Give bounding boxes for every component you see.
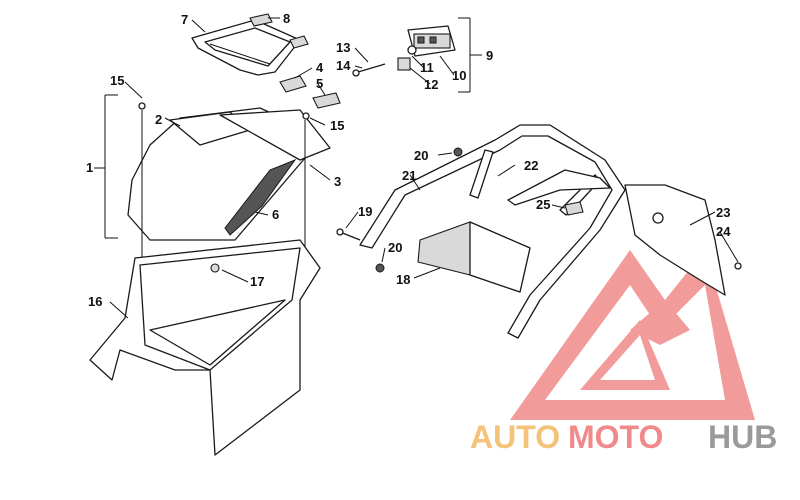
callout-4: 4 [316, 60, 324, 75]
callout-15-left: 15 [110, 73, 124, 88]
part-12-socket [397, 57, 411, 71]
part-19-bolt [336, 228, 361, 241]
callout-17: 17 [250, 274, 264, 289]
callout-13: 13 [336, 40, 350, 55]
callout-1: 1 [86, 160, 93, 175]
callout-6: 6 [272, 207, 279, 222]
part-24-screw [734, 262, 742, 270]
leader-lines [109, 17, 739, 319]
part-25-pad [564, 201, 584, 216]
watermark-hub: HUB [708, 419, 777, 455]
callout-9: 9 [486, 48, 493, 63]
callout-19: 19 [358, 204, 372, 219]
callout-labels: 1 2 3 4 5 6 7 8 9 10 11 12 13 14 15 15 1… [86, 11, 731, 309]
watermark-auto: AUTO [470, 419, 560, 455]
part-10-tail-light [407, 25, 456, 57]
callout-25: 25 [536, 197, 550, 212]
part-11-bulb [407, 45, 417, 55]
part-23-bumper [624, 184, 726, 296]
callout-7: 7 [181, 12, 188, 27]
callout-18: 18 [396, 272, 410, 287]
part-15-fasteners [138, 102, 310, 270]
part-7-cover-plate [191, 19, 301, 76]
part-4-5-pads [279, 75, 341, 109]
callout-11: 11 [420, 60, 434, 75]
callout-5: 5 [316, 76, 323, 91]
part-18-foam-block [417, 221, 531, 293]
part-16-storage-tub [89, 239, 321, 456]
group-bracket-1 [94, 94, 118, 239]
part-8-clips [249, 13, 309, 49]
callout-24: 24 [716, 224, 731, 239]
part-3-tail-cap [219, 109, 331, 161]
part-17-drain-plug [210, 263, 220, 273]
callout-10: 10 [452, 68, 466, 83]
callout-20-bottom: 20 [388, 240, 402, 255]
callout-15-right: 15 [330, 118, 344, 133]
callout-21: 21 [402, 168, 416, 183]
callout-16: 16 [88, 294, 102, 309]
watermark-text: AUTO MOTO HUB [470, 419, 777, 455]
callout-2: 2 [155, 112, 162, 127]
callout-3: 3 [334, 174, 341, 189]
watermark-moto: MOTO [568, 419, 663, 455]
part-13-14-screw [352, 63, 386, 77]
callout-8: 8 [283, 11, 290, 26]
group-bracket-9 [458, 17, 482, 93]
callout-14: 14 [336, 58, 351, 73]
watermark-logo [510, 250, 755, 420]
callout-20-top: 20 [414, 148, 428, 163]
callout-22: 22 [524, 158, 538, 173]
callout-12: 12 [424, 77, 438, 92]
part-20-nuts [375, 147, 463, 273]
part-22-bracket [507, 169, 611, 206]
callout-23: 23 [716, 205, 730, 220]
